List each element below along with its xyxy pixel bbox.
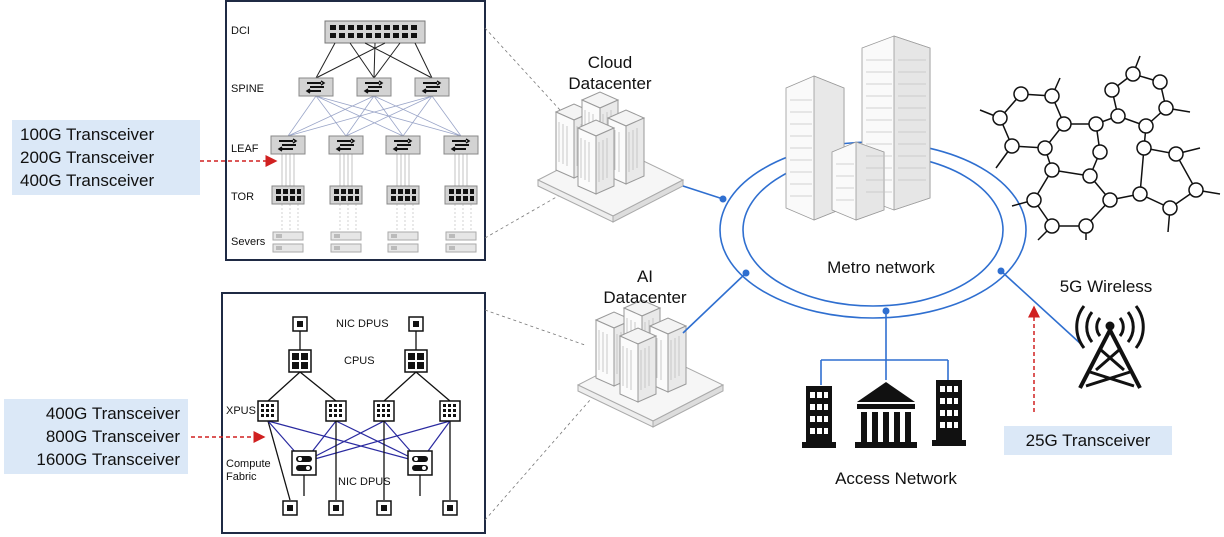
leaf-switch-icon xyxy=(443,135,479,155)
callout-line: 400G Transceiver xyxy=(20,171,155,190)
ai-label-line: AI xyxy=(636,267,654,286)
cpu-icon xyxy=(288,349,312,373)
cloud-datacenter-icon xyxy=(536,91,685,223)
ai-transceiver-callout: 400G Transceiver 800G Transceiver 1600G … xyxy=(4,399,188,474)
cloud-label-line: Cloud xyxy=(587,53,633,72)
nic-dpu-icon xyxy=(408,316,424,332)
tor-switch-icon xyxy=(329,185,363,205)
callout-line: 200G Transceiver xyxy=(20,148,155,167)
nic-dpus-bottom-label: NIC DPUS xyxy=(338,476,391,488)
metro-network-label: Metro network xyxy=(827,258,935,277)
callout-line: 100G Transceiver xyxy=(20,125,155,144)
nic-dpu-icon xyxy=(328,500,344,516)
dci-switch-icon xyxy=(324,20,426,44)
leaf-switch-icon xyxy=(385,135,421,155)
mesh-nodes xyxy=(992,66,1204,234)
xpu-icon xyxy=(257,400,279,422)
callout-line: 1600G Transceiver xyxy=(36,450,180,469)
cpu-icon xyxy=(404,349,428,373)
datacenter-label-line: Datacenter xyxy=(568,74,652,93)
xpu-icon xyxy=(373,400,395,422)
callout-line: 800G Transceiver xyxy=(45,427,180,446)
cloud-transceiver-callout: 100G Transceiver 200G Transceiver 400G T… xyxy=(12,120,200,195)
dci-label: DCI xyxy=(231,25,250,37)
compute-fabric-switch-icon xyxy=(291,450,317,476)
access-network-label: Access Network xyxy=(835,469,957,488)
spine-switch-icon xyxy=(298,77,334,97)
leaf-label: LEAF xyxy=(231,143,259,155)
cell-tower-icon xyxy=(1075,305,1145,389)
spine-label: SPINE xyxy=(231,83,265,95)
zoom-guide-lines xyxy=(484,27,591,521)
cloud-datacenter-panel xyxy=(225,0,486,261)
xpu-icon xyxy=(325,400,347,422)
cpus-label: CPUS xyxy=(344,355,375,367)
ai-datacenter-icon xyxy=(576,299,725,428)
nic-dpu-icon xyxy=(442,500,458,516)
xpus-label: XPUS xyxy=(226,405,256,417)
nic-dpu-icon xyxy=(282,500,298,516)
transceiver-arrows xyxy=(184,155,1040,443)
nic-dpu-icon xyxy=(292,316,308,332)
leaf-switch-icon xyxy=(270,135,306,155)
bank-building-icon xyxy=(855,382,917,448)
cloud-datacenter-label: Cloud Datacenter xyxy=(555,52,665,94)
callout-line: 400G Transceiver xyxy=(45,404,180,423)
leaf-switch-icon xyxy=(328,135,364,155)
spine-switch-icon xyxy=(356,77,392,97)
tor-switch-icon xyxy=(386,185,420,205)
callout-line: 25G Transceiver xyxy=(1025,431,1151,450)
wireless-transceiver-callout: 25G Transceiver xyxy=(1004,426,1172,455)
datacenter-label-line: Datacenter xyxy=(603,288,687,307)
office-building-icon xyxy=(802,386,836,448)
tor-switch-icon xyxy=(271,185,305,205)
xpu-icon xyxy=(439,400,461,422)
fabric-label: Fabric xyxy=(226,471,257,483)
nic-dpus-top-label: NIC DPUS xyxy=(336,318,389,330)
tor-switch-icon xyxy=(444,185,478,205)
servers-label: Severs xyxy=(231,236,266,248)
metro-links xyxy=(682,185,1083,385)
ai-datacenter-panel xyxy=(221,292,486,534)
tower-building-icon xyxy=(932,380,966,446)
metro-skyscrapers-icon xyxy=(785,35,931,221)
compute-label: Compute xyxy=(226,458,271,470)
tor-label: TOR xyxy=(231,191,255,203)
spine-switch-icon xyxy=(414,77,450,97)
compute-fabric-switch-icon xyxy=(407,450,433,476)
ai-datacenter-label: AI Datacenter xyxy=(590,266,700,308)
nic-dpu-icon xyxy=(376,500,392,516)
5g-wireless-label: 5G Wireless xyxy=(1059,277,1153,296)
